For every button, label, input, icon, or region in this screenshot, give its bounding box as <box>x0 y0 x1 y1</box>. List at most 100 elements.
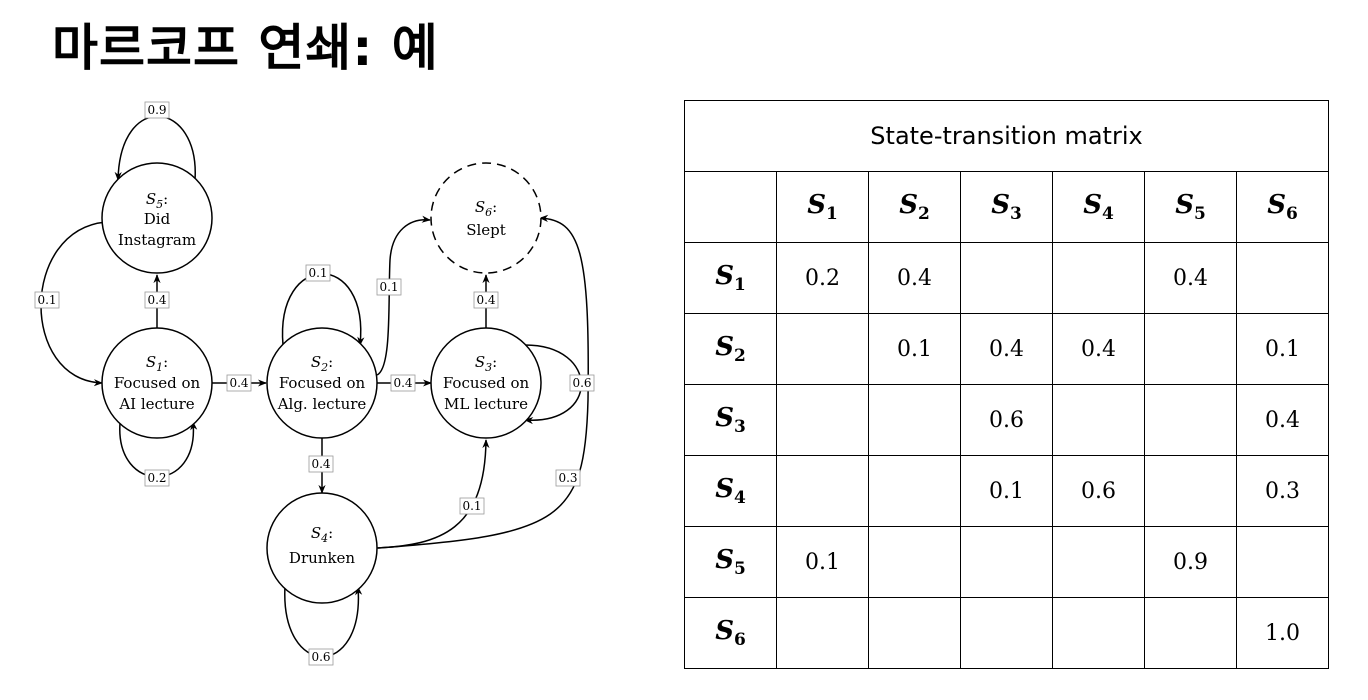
edge-label: 0.1 <box>459 497 485 515</box>
svg-text:0.3: 0.3 <box>558 471 577 485</box>
svg-text:S4:: S4: <box>311 524 333 545</box>
matrix-cell <box>960 597 1053 669</box>
svg-text:0.6: 0.6 <box>572 376 591 390</box>
svg-text:0.1: 0.1 <box>308 266 327 280</box>
matrix-cell <box>1052 597 1145 669</box>
col-header-s6: S6 <box>1236 171 1329 243</box>
edge-label: 0.4 <box>144 291 170 309</box>
matrix-cell: 0.4 <box>1236 384 1329 456</box>
svg-text:0.4: 0.4 <box>476 293 495 307</box>
svg-text:ML lecture: ML lecture <box>444 395 528 413</box>
edge-s2-s6 <box>376 215 431 376</box>
state-node-s3: S3: Focused on ML lecture <box>430 327 542 439</box>
svg-text:Did: Did <box>144 210 171 228</box>
row-header-s6: S6 <box>684 597 777 669</box>
matrix-cell <box>1236 242 1329 314</box>
row-header-s5: S5 <box>684 526 777 598</box>
svg-text:Drunken: Drunken <box>289 549 355 567</box>
svg-text:Focused on: Focused on <box>443 374 530 392</box>
matrix-cell: 0.9 <box>1144 526 1237 598</box>
matrix-cell: 0.3 <box>1236 455 1329 527</box>
state-transition-matrix: State-transition matrix S1 S2 S3 S4 S5 S… <box>684 100 1329 669</box>
svg-text:0.2: 0.2 <box>147 471 166 485</box>
matrix-cell <box>776 455 869 527</box>
row-header-s1: S1 <box>684 242 777 314</box>
svg-text:0.4: 0.4 <box>147 293 166 307</box>
row-header-s2: S2 <box>684 313 777 385</box>
matrix-cell: 1.0 <box>1236 597 1329 669</box>
page-title: 마르코프 연쇄: 예 <box>52 19 439 77</box>
matrix-cell: 0.1 <box>776 526 869 598</box>
matrix-cell <box>1144 313 1237 385</box>
matrix-cell: 0.4 <box>1052 313 1145 385</box>
edge-label: 0.4 <box>226 374 252 392</box>
col-header-s4: S4 <box>1052 171 1145 243</box>
col-header-s5: S5 <box>1144 171 1237 243</box>
edge-label: 0.1 <box>34 291 60 309</box>
svg-text:S5:: S5: <box>146 190 168 211</box>
matrix-cell: 0.4 <box>1144 242 1237 314</box>
edge-label: 0.1 <box>305 264 331 282</box>
matrix-cell <box>868 526 961 598</box>
svg-text:S2:: S2: <box>311 353 333 374</box>
markov-chain-diagram: 0.9 0.4 0.1 0.2 0.4 0.1 0.1 0.4 0.4 0.4 … <box>34 101 595 666</box>
edge-label: 0.1 <box>376 278 402 296</box>
state-node-s5: S5: Did Instagram <box>101 162 213 274</box>
svg-text:0.1: 0.1 <box>379 280 398 294</box>
matrix-cell <box>1052 242 1145 314</box>
svg-text:Focused on: Focused on <box>279 374 366 392</box>
col-header-s1: S1 <box>776 171 869 243</box>
matrix-cell <box>960 526 1053 598</box>
matrix-cell: 0.4 <box>868 242 961 314</box>
svg-text:0.4: 0.4 <box>393 376 412 390</box>
edge-s4-s3 <box>376 439 490 549</box>
svg-text:0.4: 0.4 <box>229 376 248 390</box>
matrix-cell: 0.2 <box>776 242 869 314</box>
svg-text:AI lecture: AI lecture <box>118 395 194 413</box>
matrix-cell <box>776 597 869 669</box>
col-header-s3: S3 <box>960 171 1053 243</box>
matrix-cell <box>1052 526 1145 598</box>
edge-label: 0.4 <box>308 455 334 473</box>
edge-label: 0.3 <box>555 469 581 487</box>
edge-label: 0.6 <box>569 374 595 392</box>
state-node-s4: S4: Drunken <box>266 492 378 604</box>
svg-text:Slept: Slept <box>466 221 506 239</box>
matrix-cell <box>776 384 869 456</box>
matrix-cell <box>868 384 961 456</box>
col-header-s2: S2 <box>868 171 961 243</box>
matrix-cell <box>1236 526 1329 598</box>
matrix-cell: 0.1 <box>868 313 961 385</box>
matrix-cell: 0.6 <box>960 384 1053 456</box>
svg-text:0.9: 0.9 <box>147 103 166 117</box>
matrix-cell: 0.1 <box>1236 313 1329 385</box>
matrix-cell <box>868 597 961 669</box>
svg-text:Instagram: Instagram <box>118 231 196 249</box>
svg-text:S1:: S1: <box>146 353 168 374</box>
edge-label: 0.9 <box>144 101 170 119</box>
svg-text:0.1: 0.1 <box>462 499 481 513</box>
matrix-cell <box>1144 384 1237 456</box>
state-node-s1: S1: Focused on AI lecture <box>101 327 213 439</box>
matrix-cell <box>776 313 869 385</box>
svg-text:0.6: 0.6 <box>311 650 330 664</box>
matrix-cell <box>1052 384 1145 456</box>
matrix-title: State-transition matrix <box>684 100 1329 172</box>
state-node-s2: S2: Focused on Alg. lecture <box>266 327 378 439</box>
matrix-cell <box>960 242 1053 314</box>
matrix-cell <box>868 455 961 527</box>
svg-text:S3:: S3: <box>475 353 497 374</box>
matrix-cell <box>1144 597 1237 669</box>
svg-text:Alg. lecture: Alg. lecture <box>277 395 367 413</box>
edge-s4-s6 <box>377 214 589 549</box>
edge-label: 0.4 <box>390 374 416 392</box>
svg-text:S6:: S6: <box>475 198 497 219</box>
row-header-s4: S4 <box>684 455 777 527</box>
state-node-s6: S6: Slept <box>430 162 542 274</box>
matrix-cell: 0.4 <box>960 313 1053 385</box>
svg-text:0.1: 0.1 <box>37 293 56 307</box>
edge-label: 0.6 <box>308 648 334 666</box>
row-header-s3: S3 <box>684 384 777 456</box>
edge-label: 0.4 <box>473 291 499 309</box>
matrix-cell: 0.1 <box>960 455 1053 527</box>
